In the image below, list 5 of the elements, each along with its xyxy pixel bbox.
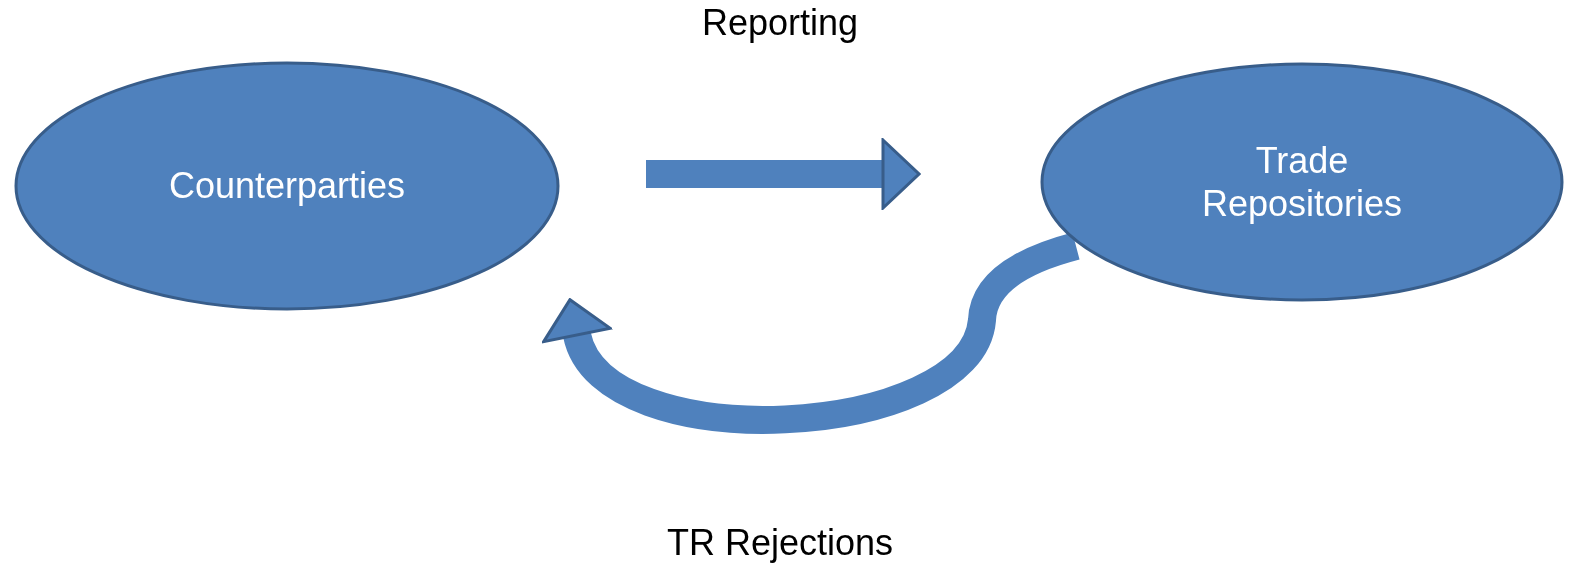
ellipse-node <box>14 61 560 311</box>
block-arrow <box>646 138 921 210</box>
node-label: Counterparties <box>168 164 406 208</box>
node-label: Trade Repositories <box>1200 138 1404 226</box>
ellipse-node <box>1040 62 1564 302</box>
